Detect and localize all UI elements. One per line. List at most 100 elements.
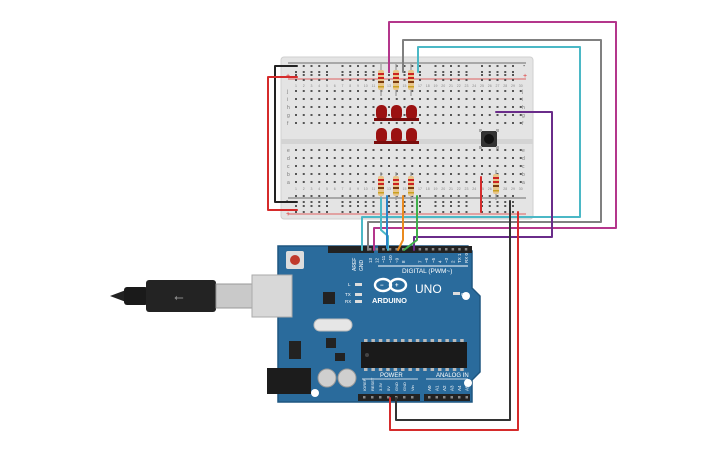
column-number: 18	[426, 84, 430, 88]
tx-label: TX	[345, 292, 351, 297]
led[interactable]	[404, 128, 419, 144]
wire-black-gnd[interactable]	[395, 200, 511, 421]
analog-header[interactable]	[424, 394, 470, 401]
wire-vcc-rail-link[interactable]	[267, 76, 298, 211]
digital-pin[interactable]	[369, 248, 372, 251]
power-pin[interactable]	[411, 396, 414, 399]
resistor[interactable]	[493, 170, 499, 200]
resistor[interactable]	[408, 64, 414, 96]
wire-orange[interactable]	[397, 195, 404, 251]
row-letter: b	[287, 172, 290, 178]
tx-led	[355, 293, 362, 296]
column-number: 28	[503, 187, 507, 191]
arduino-logo: − +	[373, 277, 408, 293]
analog-pin[interactable]	[443, 396, 446, 399]
reset-button-cap[interactable]	[290, 255, 300, 265]
power-pin[interactable]	[403, 396, 406, 399]
resistor-group-top[interactable]	[378, 64, 414, 96]
wires[interactable]	[267, 21, 617, 431]
column-number: 8	[349, 84, 351, 88]
column-number: 26	[488, 187, 492, 191]
resistor[interactable]	[393, 64, 399, 96]
small-chip	[326, 338, 336, 348]
analog-pin-label: A1	[435, 385, 440, 391]
digital-pin[interactable]	[458, 248, 461, 251]
wire-cyan[interactable]	[361, 46, 581, 251]
led[interactable]	[374, 105, 389, 121]
wire-magenta[interactable]	[373, 21, 617, 251]
wire-gray[interactable]	[367, 39, 602, 251]
resistor[interactable]	[393, 172, 399, 200]
resistor[interactable]	[378, 64, 384, 96]
column-number: 20	[441, 84, 445, 88]
rail-plus-label-right: +	[523, 73, 527, 80]
column-number: 30	[519, 187, 523, 191]
analog-pin[interactable]	[435, 396, 439, 399]
analog-pin[interactable]	[428, 396, 431, 399]
digital-pin[interactable]	[425, 248, 428, 251]
column-number: 1	[295, 187, 297, 191]
push-button[interactable]	[479, 129, 499, 149]
led[interactable]	[389, 105, 404, 121]
row-letter: j	[521, 89, 523, 95]
resistor-group-bottom[interactable]	[378, 170, 499, 200]
power-pin[interactable]	[363, 396, 366, 399]
resistor[interactable]	[408, 172, 414, 200]
digital-pin[interactable]	[402, 248, 405, 251]
digital-pin[interactable]	[451, 248, 455, 251]
analog-in-label: ANALOG IN	[436, 373, 469, 379]
row-letter: h	[522, 105, 525, 111]
wire-gnd-rail-link[interactable]	[274, 65, 298, 203]
column-number: 13	[387, 84, 391, 88]
column-number: 6	[334, 187, 336, 191]
analog-pin[interactable]	[450, 396, 454, 399]
row-letter: b	[522, 172, 525, 178]
column-number: 2	[303, 84, 305, 88]
row-letter: i	[287, 97, 288, 103]
column-number: 5	[326, 187, 328, 191]
digital-pin[interactable]	[388, 248, 392, 251]
led[interactable]	[389, 128, 404, 144]
led-group[interactable]	[374, 105, 419, 144]
row-letter: f	[522, 121, 524, 127]
analog-pin[interactable]	[465, 396, 469, 399]
column-number: 23	[465, 84, 469, 88]
power-pin[interactable]	[371, 396, 374, 399]
usb-cable-strain	[124, 287, 148, 305]
column-number: 29	[511, 187, 515, 191]
usb-cable[interactable]: ⭠	[110, 274, 293, 318]
digital-header-right[interactable]	[378, 246, 472, 253]
wire-red-5v[interactable]	[389, 211, 519, 431]
analog-pin[interactable]	[458, 396, 461, 399]
power-pin[interactable]	[379, 396, 382, 399]
digital-pin[interactable]	[418, 248, 422, 251]
column-number: 9	[357, 84, 359, 88]
digital-pin[interactable]	[395, 248, 398, 251]
atmega-chip	[361, 342, 467, 368]
led[interactable]	[374, 128, 389, 144]
digital-pin[interactable]	[464, 248, 468, 251]
digital-pin[interactable]	[382, 248, 385, 251]
digital-pin[interactable]	[438, 248, 441, 251]
power-pin-label: RESET	[370, 377, 375, 391]
digital-pin[interactable]	[445, 248, 448, 251]
row-letter: a	[287, 180, 290, 186]
power-jack[interactable]	[267, 368, 311, 394]
digital-header-left[interactable]	[328, 246, 374, 253]
usb-port[interactable]	[251, 274, 293, 318]
power-pin[interactable]	[387, 396, 390, 399]
capacitor	[317, 368, 337, 388]
digital-pin[interactable]	[375, 248, 379, 251]
resistor[interactable]	[378, 172, 384, 200]
digital-pin[interactable]	[431, 248, 435, 251]
wire-green[interactable]	[403, 195, 418, 251]
digital-pin-label: TX 1	[457, 253, 462, 263]
row-letter: e	[522, 148, 525, 154]
led[interactable]	[404, 105, 419, 121]
column-number: 24	[472, 187, 476, 191]
column-number: 22	[457, 187, 461, 191]
usb-icon: ⭠	[174, 290, 184, 304]
row-letter: d	[522, 156, 525, 162]
